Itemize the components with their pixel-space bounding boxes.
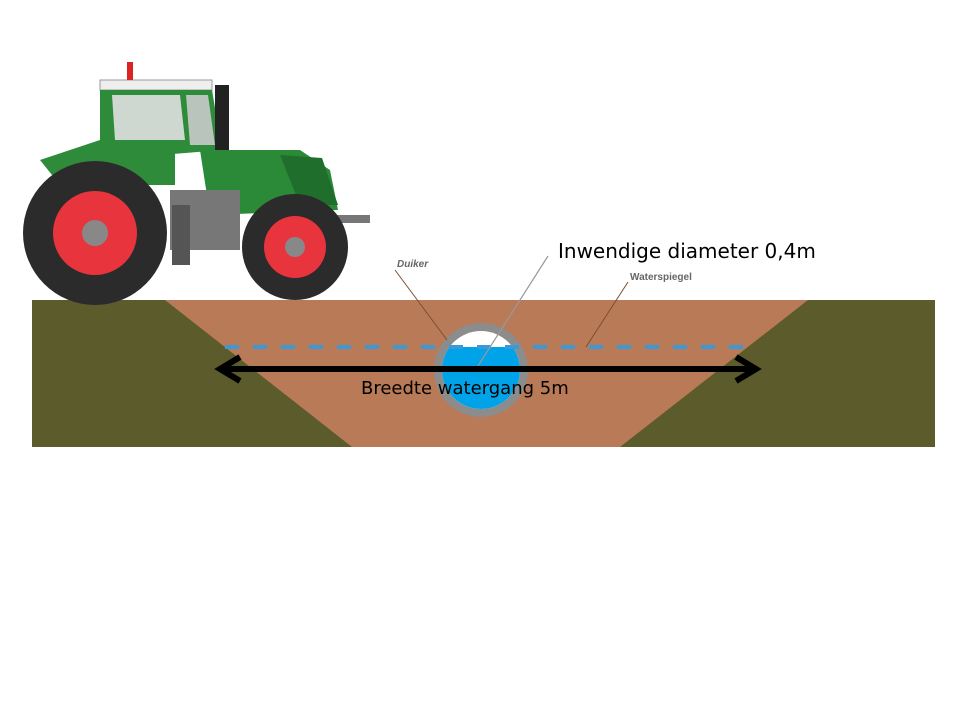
diameter-leader xyxy=(477,255,549,367)
culvert-leader xyxy=(394,269,448,341)
arrowhead-left xyxy=(214,354,242,384)
tractor-image xyxy=(23,62,370,305)
diameter-label: Inwendige diameter 0,4m xyxy=(558,239,816,263)
water-level-label: Waterspiegel xyxy=(630,272,692,283)
arrowhead-right xyxy=(734,354,762,384)
pipe-water xyxy=(442,347,520,409)
water-level-leader xyxy=(585,281,629,348)
width-label: Breedte watergang 5m xyxy=(361,378,569,399)
culvert-label: Duiker xyxy=(397,259,429,270)
